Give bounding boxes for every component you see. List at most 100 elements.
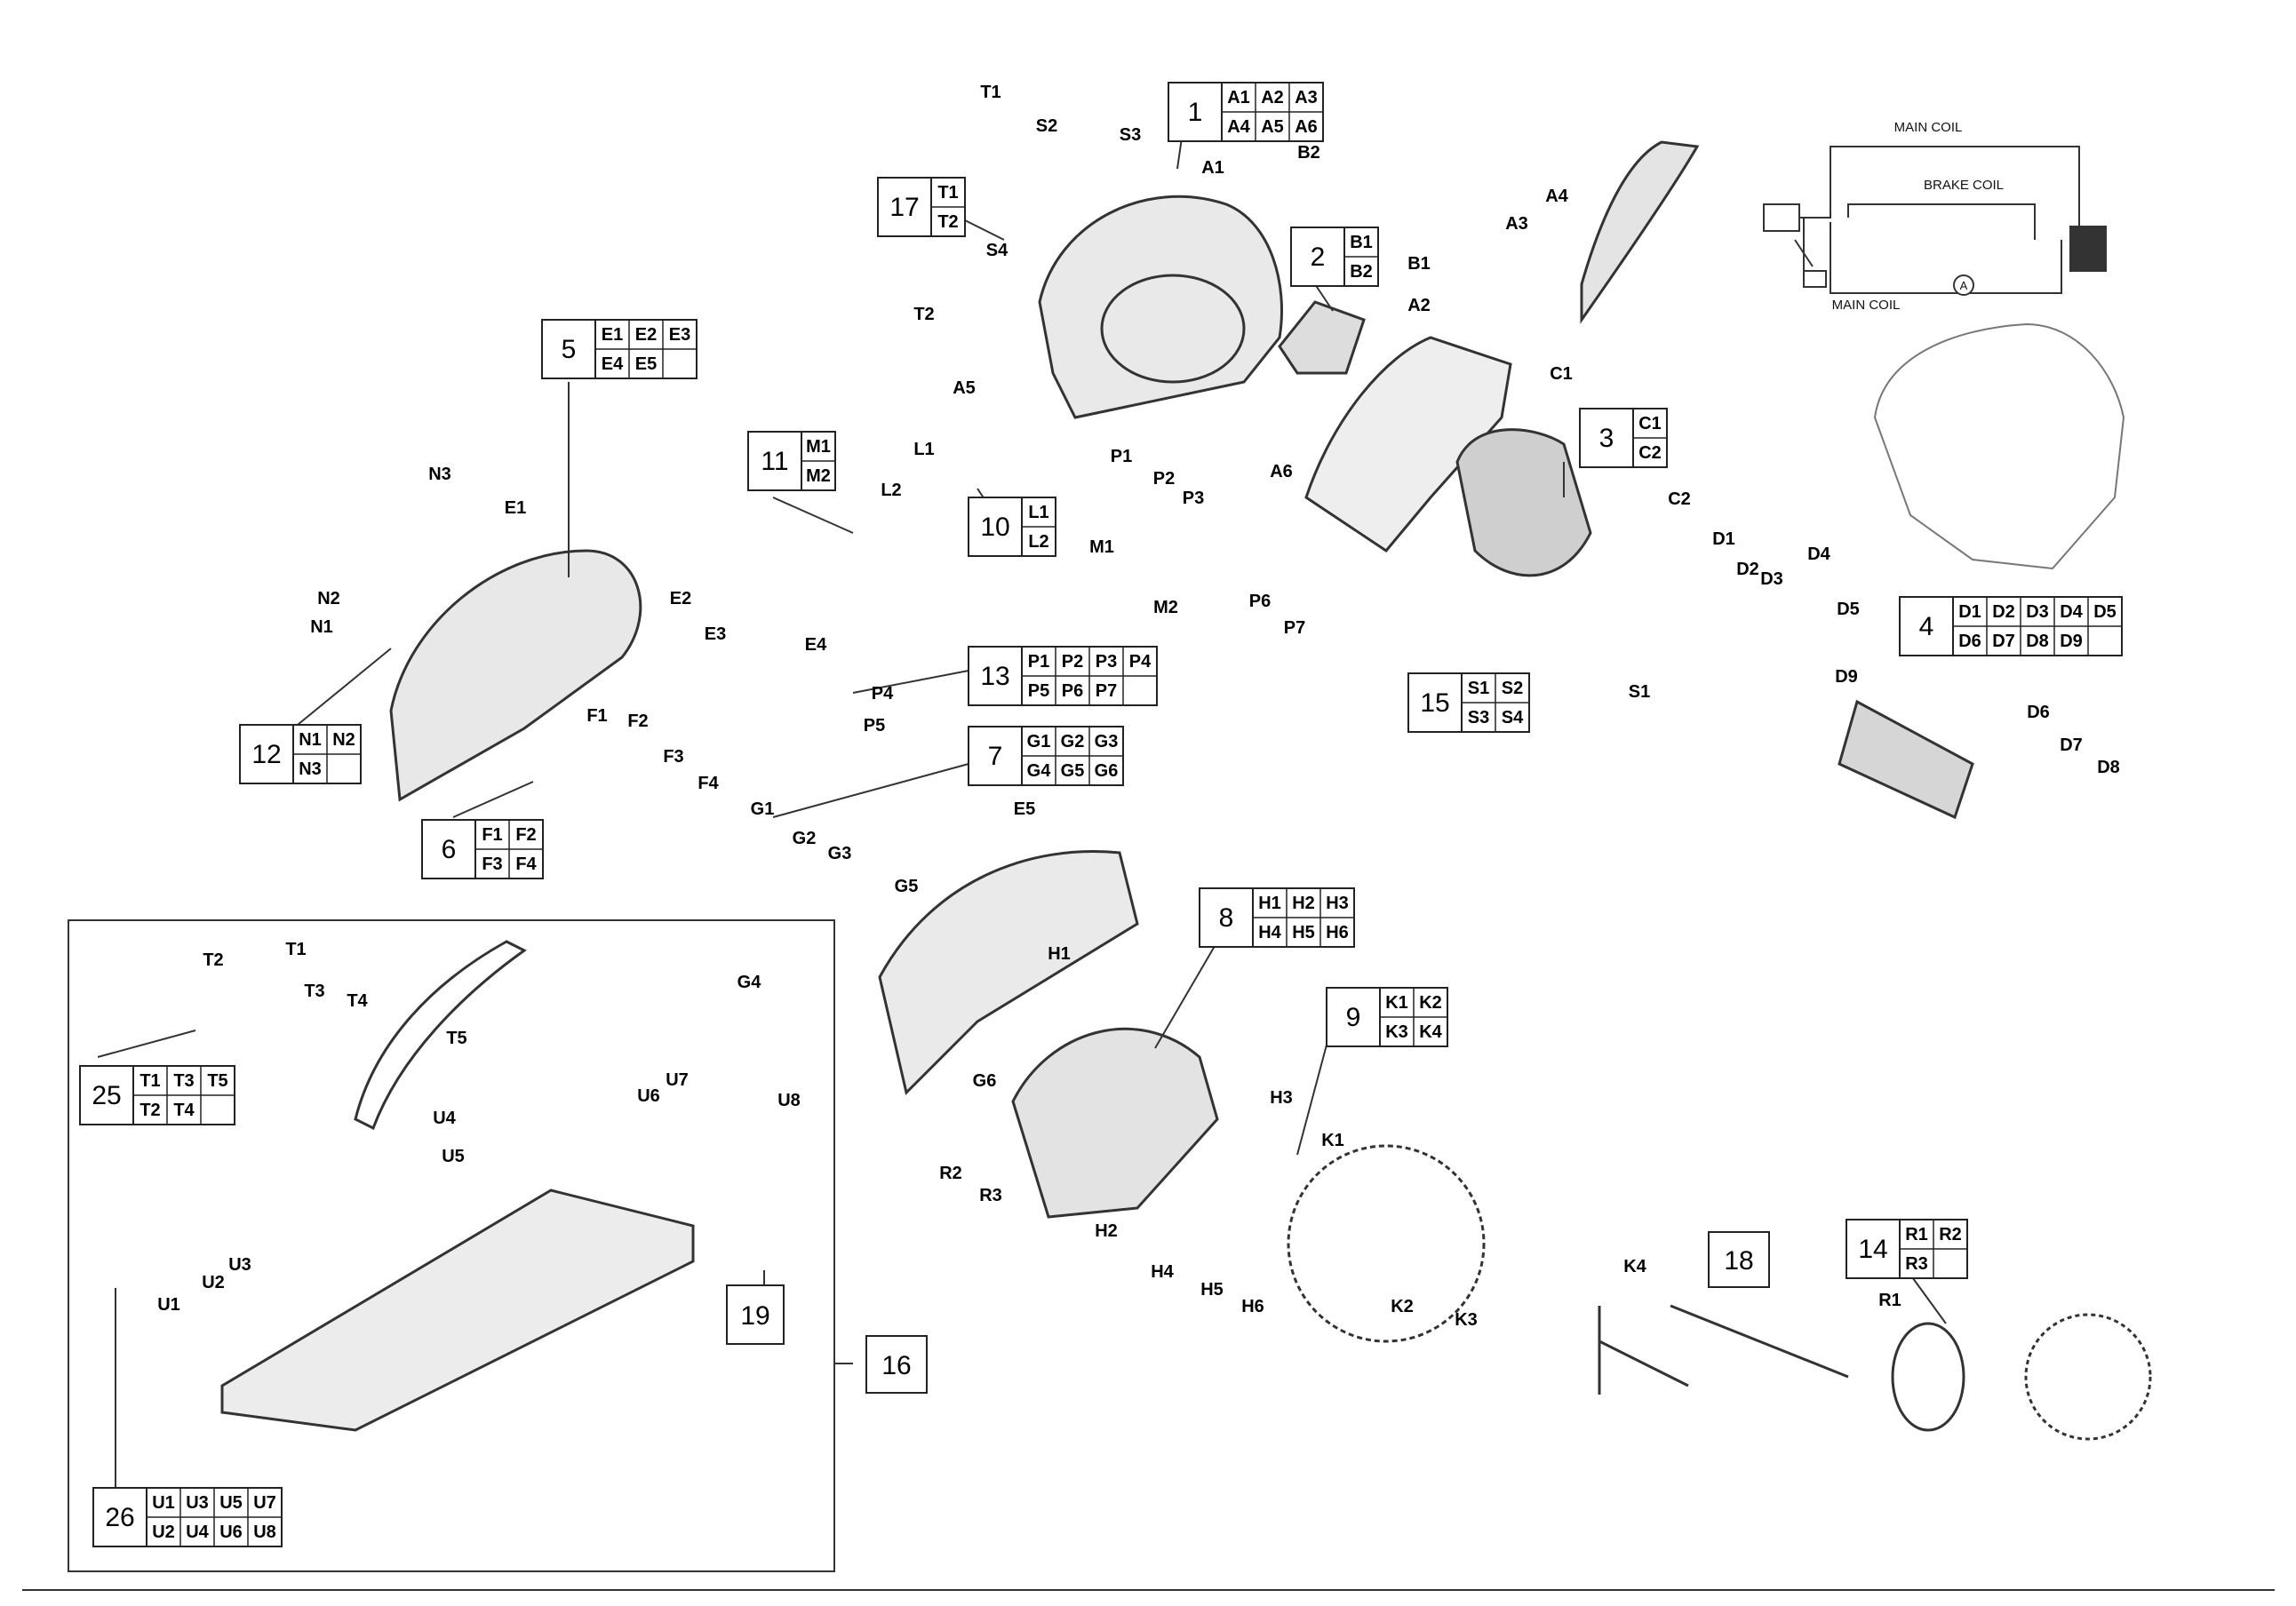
part-callout-p1: P1: [1111, 447, 1132, 466]
group-cell: F1: [482, 825, 502, 845]
group-number: 7: [988, 742, 1003, 771]
part-callout-s3: S3: [1120, 125, 1141, 145]
part-callout-f4: F4: [698, 774, 719, 793]
group-cell: D3: [2026, 602, 2049, 622]
part-drawings: [220, 140, 2152, 1441]
group-cell: A5: [1261, 117, 1284, 137]
group-cell: T2: [937, 212, 958, 232]
part-callout-k4: K4: [1623, 1257, 1646, 1276]
group-cell: N3: [299, 759, 322, 779]
part-callout-h5: H5: [1200, 1280, 1224, 1300]
group-cell: N2: [332, 730, 355, 750]
handle-cover-drawing: [1304, 336, 1512, 553]
part-callout-s2: S2: [1036, 116, 1057, 136]
single-box-16: 16: [865, 1335, 928, 1394]
part-callout-t1: T1: [285, 940, 306, 959]
part-callout-k2: K2: [1391, 1297, 1414, 1316]
part-callout-p5: P5: [864, 716, 885, 735]
group-cell: D6: [1958, 632, 1981, 651]
part-callout-e3: E3: [705, 624, 726, 644]
part-callout-d2: D2: [1736, 560, 1759, 579]
group-cell: E4: [602, 354, 624, 374]
saw-blade-drawing: [1287, 1144, 1486, 1343]
group-cell: B1: [1350, 233, 1373, 252]
group-cell: E5: [635, 354, 657, 374]
group-cell: B2: [1350, 262, 1373, 282]
group-cell: P4: [1129, 652, 1152, 672]
part-callout-f2: F2: [627, 712, 648, 731]
group-cell: D4: [2060, 602, 2083, 622]
housing-outline-drawing: [1873, 322, 2125, 570]
part-callout-n2: N2: [317, 589, 340, 608]
switch-drawing: [1278, 300, 1366, 375]
part-callout-d3: D3: [1760, 569, 1783, 589]
group-cell: D5: [2093, 602, 2117, 622]
group-number: 2: [1311, 242, 1326, 272]
main-coil-top-label: MAIN COIL: [1894, 120, 1963, 135]
rip-fence-drawing: [1670, 1304, 1849, 1379]
part-callout-r1: R1: [1878, 1291, 1901, 1310]
depth-handle-drawing: [354, 940, 527, 1131]
part-callout-n1: N1: [310, 617, 333, 637]
single-box-number: 16: [881, 1351, 911, 1380]
group-cell: U4: [186, 1523, 209, 1542]
lower-guard-drawing: [1011, 1027, 1219, 1219]
group-cell: H4: [1258, 923, 1281, 942]
part-callout-d4: D4: [1807, 545, 1830, 564]
part-callout-a5: A5: [953, 378, 976, 398]
group-cell: A2: [1261, 88, 1284, 107]
spare-blade-drawing: [2024, 1313, 2152, 1441]
part-callout-h4: H4: [1151, 1262, 1174, 1282]
part-callout-f1: F1: [586, 706, 607, 726]
group-cell: A1: [1227, 88, 1250, 107]
part-callout-p6: P6: [1249, 592, 1271, 611]
group-cell: M2: [806, 466, 831, 486]
group-cell: K2: [1419, 993, 1442, 1013]
part-callout-k1: K1: [1321, 1131, 1344, 1150]
part-callout-h3: H3: [1270, 1088, 1293, 1108]
part-callout-t1: T1: [980, 83, 1001, 102]
part-callout-a4: A4: [1545, 187, 1568, 206]
part-callout-d5: D5: [1837, 600, 1860, 619]
group-cell: H2: [1292, 894, 1315, 913]
part-callout-r3: R3: [979, 1186, 1002, 1205]
part-callout-g1: G1: [751, 799, 775, 819]
group-cell: S4: [1502, 708, 1524, 727]
group-cell: U1: [152, 1493, 175, 1513]
group-number: 8: [1219, 903, 1234, 933]
group-cell: N1: [299, 730, 322, 750]
group-cell: T5: [207, 1071, 227, 1091]
group-number: 25: [92, 1081, 121, 1110]
part-callout-r2: R2: [939, 1164, 962, 1183]
group-cell: R1: [1905, 1225, 1928, 1244]
part-callout-k3: K3: [1455, 1310, 1478, 1330]
group-number: 1: [1188, 98, 1203, 127]
group-cell: H1: [1258, 894, 1281, 913]
group-number: 11: [761, 447, 788, 476]
group-cell: F3: [482, 855, 502, 874]
group-number: 12: [251, 740, 281, 769]
group-cell: G4: [1027, 761, 1052, 781]
part-callout-h6: H6: [1241, 1297, 1264, 1316]
group-cell: T3: [173, 1071, 194, 1091]
group-cell: A6: [1295, 117, 1318, 137]
group-cell: S2: [1502, 679, 1523, 698]
part-callout-a1: A1: [1201, 158, 1224, 178]
group-cell: K3: [1385, 1022, 1408, 1042]
group-cell: T1: [937, 183, 958, 203]
part-callout-m2: M2: [1153, 598, 1178, 617]
part-callout-u3: U3: [228, 1255, 251, 1275]
group-cell: U6: [219, 1523, 243, 1542]
group-number: 10: [980, 513, 1009, 542]
group-cell: D8: [2026, 632, 2049, 651]
group-cell: T4: [173, 1101, 195, 1120]
group-cell: C2: [1638, 443, 1662, 463]
